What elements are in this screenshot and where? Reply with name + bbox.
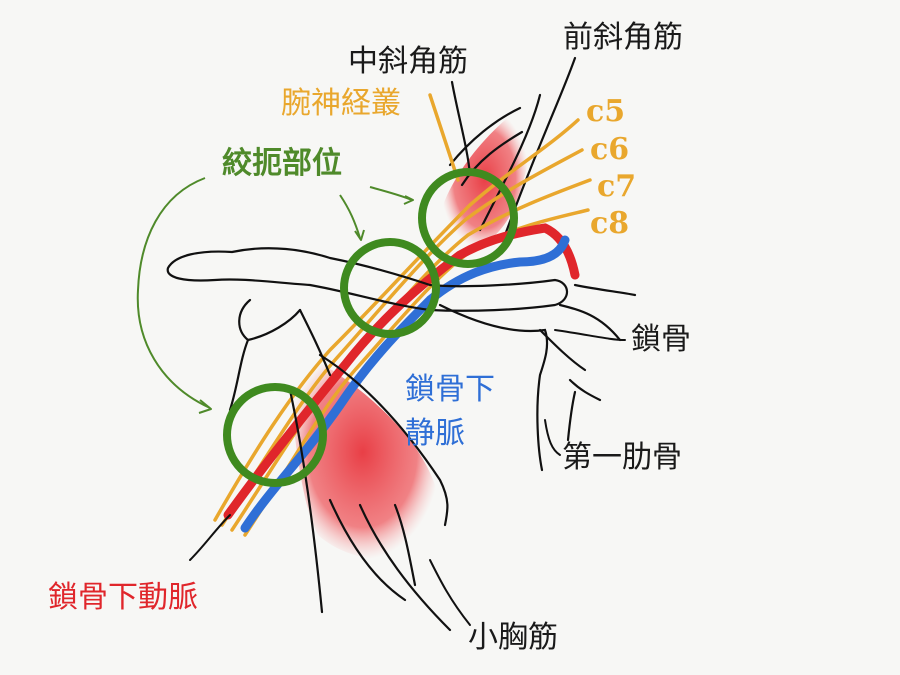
compression-ring-scalene — [418, 168, 518, 268]
label-nerve-root-c7: c7 — [597, 169, 637, 204]
leader-lines — [189, 329, 626, 626]
label-first-rib: 第一肋骨 — [562, 440, 682, 475]
label-nerve-root-c8: c8 — [590, 206, 630, 241]
label-subclavian-vein-line2: 静脈 — [405, 416, 465, 451]
scalene-outlines — [448, 56, 577, 237]
subclavian-artery — [223, 223, 580, 520]
label-clavicle: 鎖骨 — [631, 322, 691, 357]
pectoralis-minor-tendons — [288, 353, 452, 632]
label-subclavian-artery: 鎖骨下動脈 — [48, 580, 198, 615]
label-nerve-root-c6: c6 — [590, 132, 630, 167]
first-rib-bone — [438, 283, 637, 472]
coracoid-process — [228, 298, 332, 412]
pectoralis-minor-muscle — [285, 345, 441, 560]
label-subclavian-vein-line1: 鎖骨下 — [405, 372, 495, 407]
clavicle-bone — [166, 247, 569, 312]
label-pectoralis-minor: 小胸筋 — [468, 620, 558, 655]
compression-rings — [223, 168, 518, 487]
label-middle-scalene: 中斜角筋 — [348, 44, 468, 79]
subclavian-vein — [240, 235, 570, 533]
compression-ring-pectoralis — [223, 383, 327, 487]
compression-ring-costoclavicular — [340, 238, 440, 338]
compression-pointer-arrows — [136, 177, 414, 414]
label-nerve-root-c5: c5 — [586, 94, 626, 129]
label-brachial-plexus: 腕神経叢 — [281, 86, 401, 121]
label-compression-sites: 絞扼部位 — [222, 146, 342, 181]
label-anterior-scalene: 前斜角筋 — [563, 20, 683, 55]
